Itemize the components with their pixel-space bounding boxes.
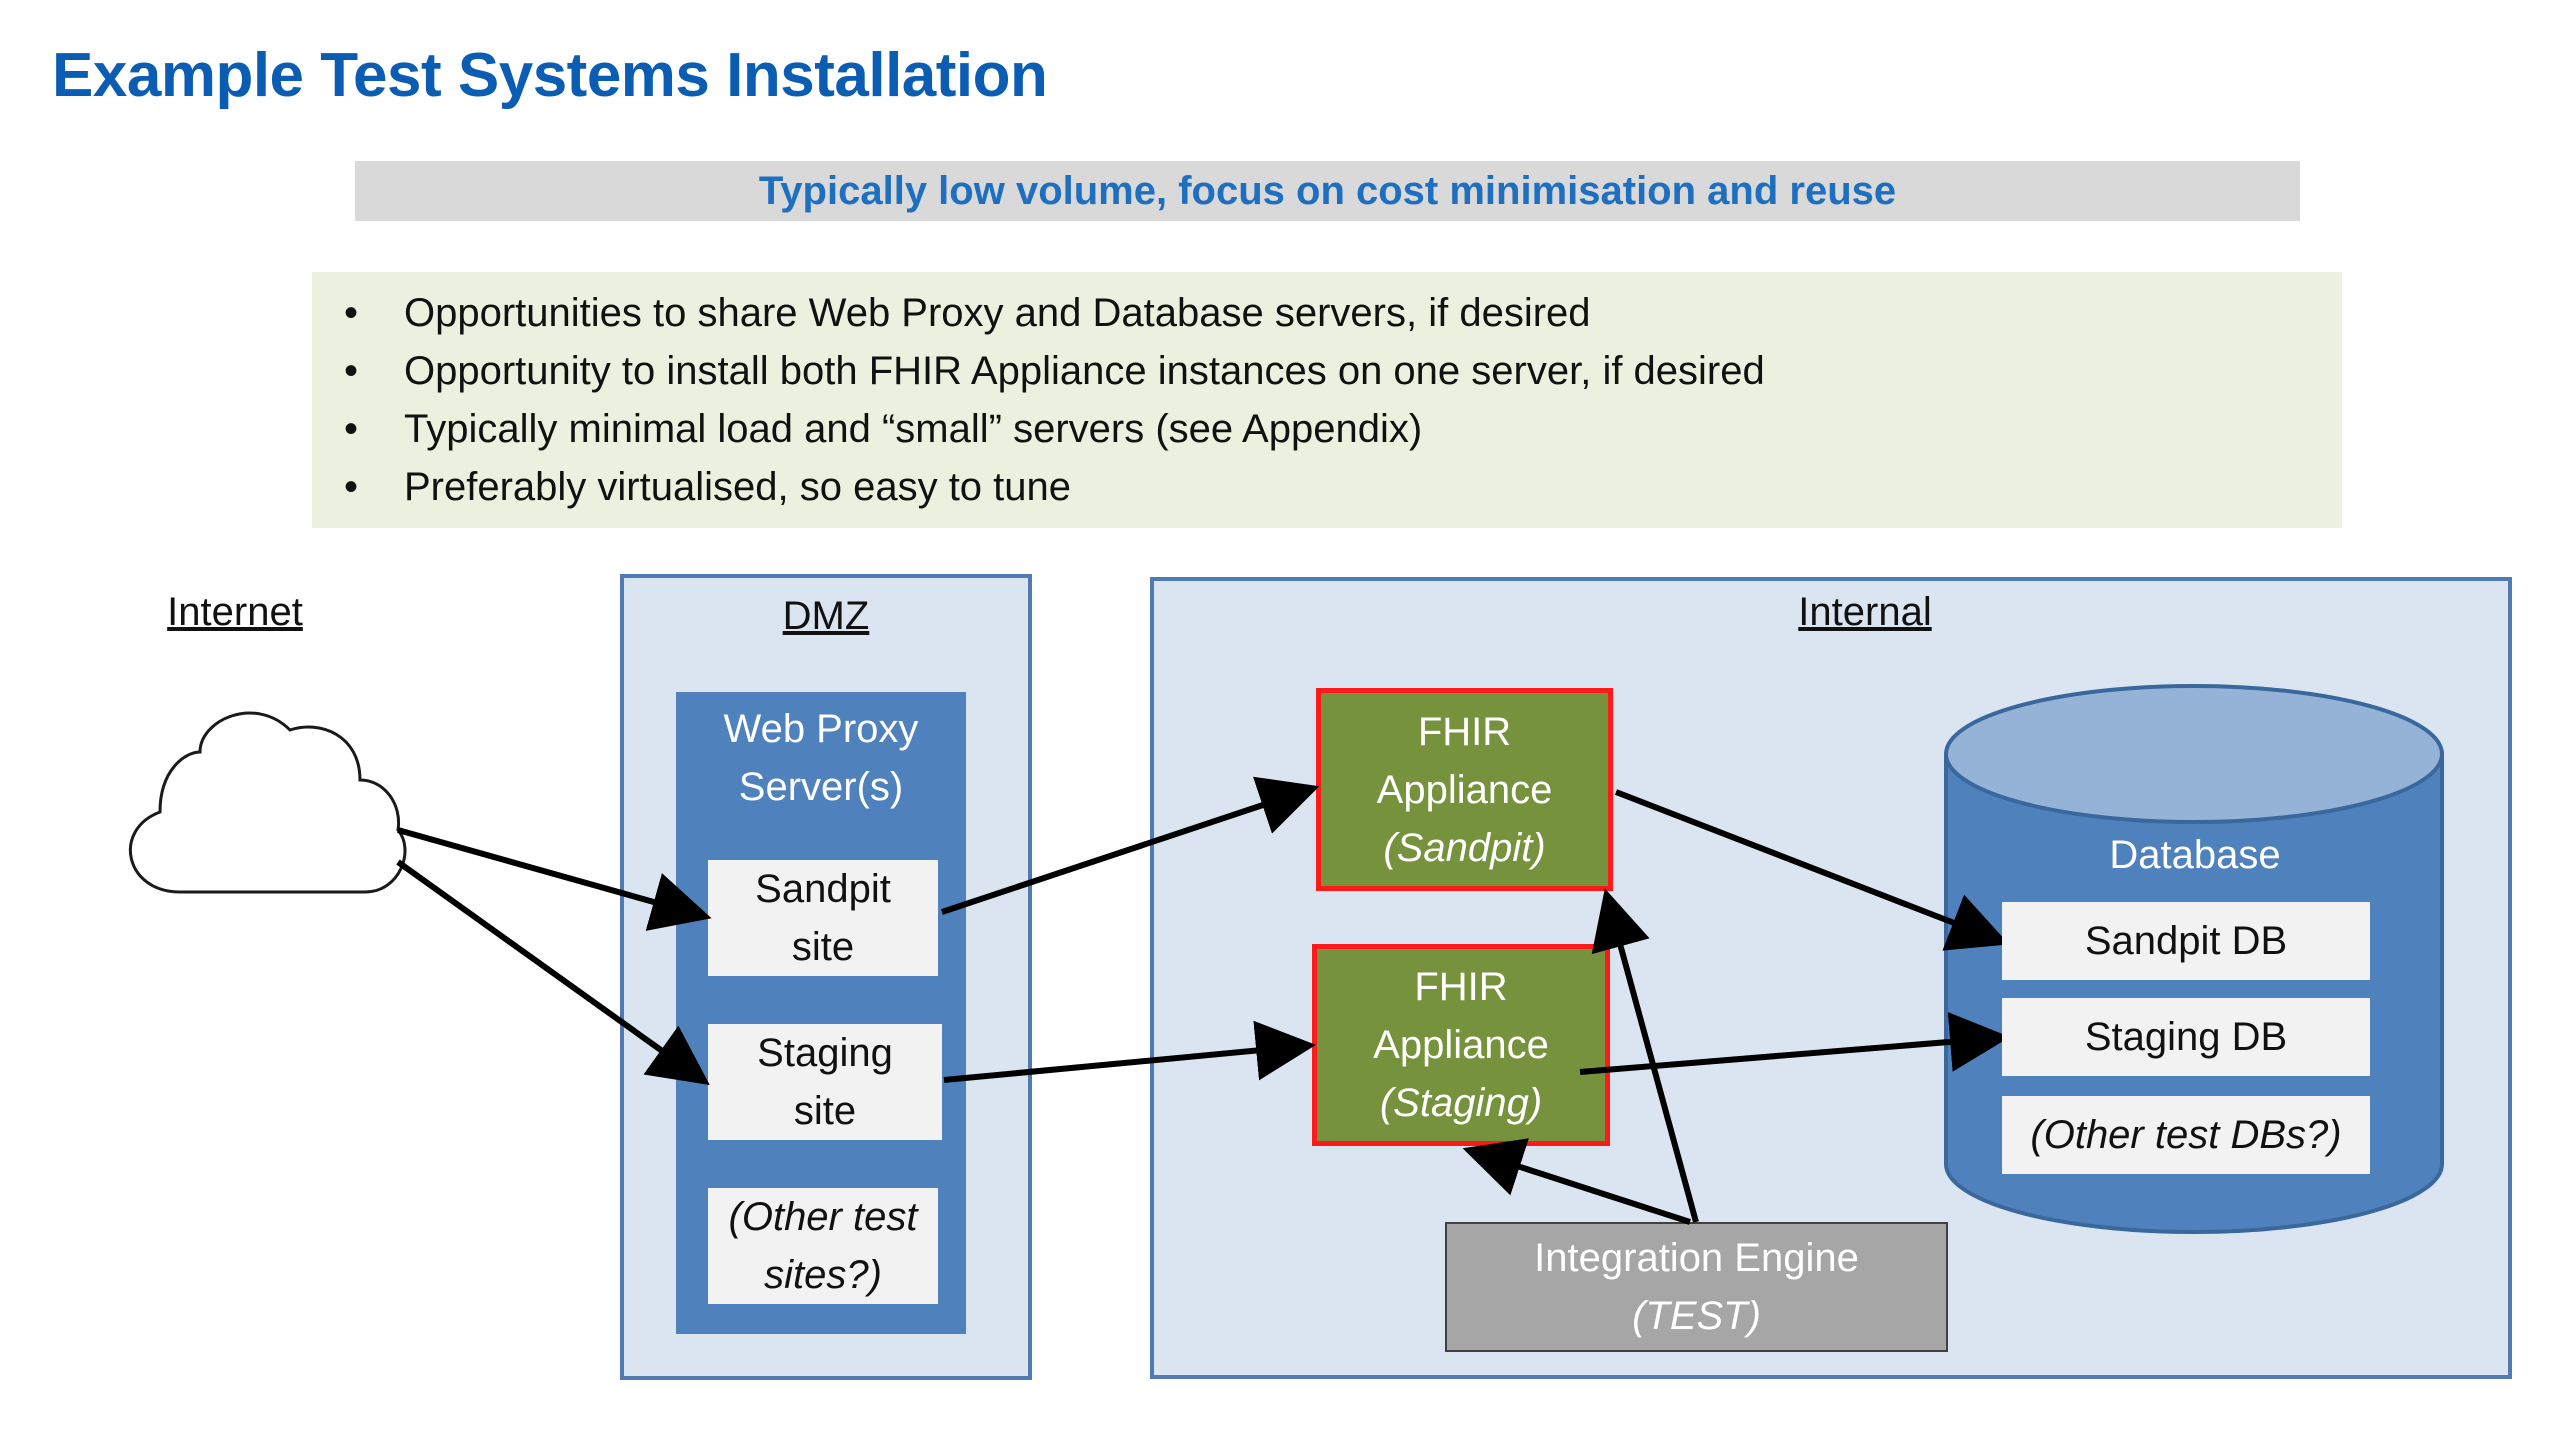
bullet-item: Opportunities to share Web Proxy and Dat… [336, 284, 2342, 342]
arrow-engine-fhir-staging [1462, 1138, 1691, 1225]
arrow-internet-staging [396, 859, 710, 1085]
web-proxy-title: Web Proxy Server(s) [676, 700, 966, 816]
page-title: Example Test Systems Installation [52, 41, 1048, 110]
bullet-list: Opportunities to share Web Proxy and Dat… [336, 284, 2342, 516]
fhir-line: Appliance [1376, 767, 1553, 812]
sandpit-site-line: Sandpit [755, 867, 891, 911]
arrow-fhir-staging-db [1579, 1011, 2010, 1075]
dmz-label: DMZ [782, 594, 870, 638]
summary-banner: Typically low volume, focus on cost mini… [355, 161, 2300, 221]
other-test-sites: (Other test sites?) [708, 1188, 938, 1304]
fhir-appliance-staging: FHIR Appliance (Staging) [1312, 944, 1610, 1146]
arrow-internet-sandpit [397, 827, 712, 931]
engine-line: Integration Engine [1534, 1236, 1859, 1280]
staging-site-line: site [793, 1089, 857, 1133]
web-proxy-title-line: Server(s) [738, 765, 904, 809]
staging-db: Staging DB [2002, 998, 2370, 1076]
fhir-line: (Staging) [1379, 1081, 1543, 1125]
cloud-icon [128, 711, 407, 894]
other-sites-line: sites?) [764, 1253, 882, 1297]
database-label: Database [2109, 833, 2281, 877]
web-proxy-title-line: Web Proxy [723, 707, 919, 751]
other-sites-line: (Other test [728, 1195, 918, 1239]
engine-line: (TEST) [1632, 1294, 1761, 1338]
fhir-line: FHIR [1414, 965, 1508, 1009]
integration-engine: Integration Engine (TEST) [1445, 1222, 1948, 1352]
sandpit-db: Sandpit DB [2002, 902, 2370, 980]
arrow-staging-fhir [943, 1020, 1316, 1083]
bullet-item: Typically minimal load and “small” serve… [336, 400, 2342, 458]
bullet-item: Preferably virtualised, so easy to tune [336, 458, 2342, 516]
arrow-sandpit-fhir [941, 776, 1320, 915]
sandpit-site-line: site [791, 925, 855, 969]
bullet-item: Opportunity to install both FHIR Applian… [336, 342, 2342, 400]
arrow-fhir-sandpit-db [1614, 789, 2010, 951]
sandpit-site: Sandpit site [708, 860, 938, 976]
arrow-engine-fhir-sandpit [1591, 888, 1699, 1223]
fhir-line: Appliance [1373, 1023, 1549, 1067]
fhir-line: FHIR [1417, 709, 1512, 754]
bullet-panel: Opportunities to share Web Proxy and Dat… [312, 272, 2342, 528]
staging-site: Staging site [708, 1024, 942, 1140]
fhir-appliance-sandpit: FHIR Appliance (Sandpit) [1316, 688, 1613, 891]
fhir-line: (Sandpit) [1383, 825, 1546, 870]
database-cylinder-top [1944, 684, 2444, 824]
staging-site-line: Staging [757, 1031, 893, 1075]
internet-label: Internet [167, 590, 303, 634]
internal-label: Internal [1798, 590, 1932, 634]
other-test-dbs: (Other test DBs?) [2002, 1096, 2370, 1174]
